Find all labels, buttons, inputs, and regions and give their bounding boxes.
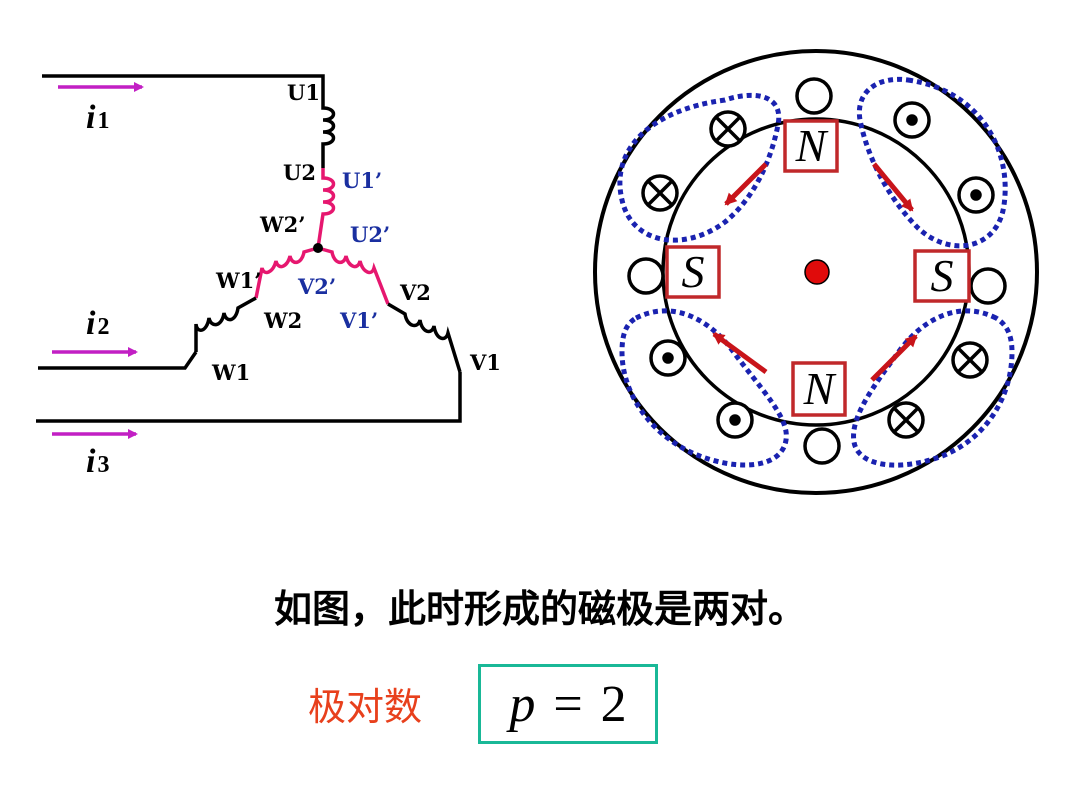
conductor-into-page-icon: [709, 110, 747, 148]
flux-loop-bottom-right: [851, 308, 1015, 468]
star-point: [313, 243, 323, 253]
coil-v: [387, 302, 462, 373]
terminal-v1-prime: V1’: [339, 308, 378, 333]
terminal-v1: V1: [469, 350, 501, 375]
conductor-into-page-icon: [951, 341, 989, 379]
pole-top: N: [783, 119, 839, 173]
conductor-into-page-icon: [641, 174, 679, 212]
current-label-3: i3: [86, 443, 109, 480]
field-arrow-bottom-left: [712, 331, 768, 375]
wire-phase-1: [42, 74, 325, 102]
terminal-w2: W2: [263, 308, 302, 333]
conductor-out-of-page-icon: [716, 401, 754, 439]
pole-pairs-label: 极对数: [308, 685, 423, 729]
pole-left: S: [665, 245, 721, 299]
current-label-1: i1: [86, 99, 109, 136]
conductor-out-of-page-icon: [957, 176, 995, 214]
terminal-w1-prime: W1’: [215, 268, 262, 293]
pole-pairs-formula: p = 2: [478, 664, 658, 744]
flux-loop-top-left: [617, 92, 782, 243]
flux-loop-top-right: [856, 76, 1008, 249]
circuit-diagram: i1 i2 i3 U1 U2 W2’ W1’ W2 W1 V2 V1 U1’ U…: [36, 74, 501, 480]
pole-label-bottom: N: [803, 363, 837, 414]
coil-u: [321, 102, 336, 168]
wire-phase-2: [38, 351, 198, 370]
slot-empty-left: [627, 257, 665, 295]
terminal-v2-prime: V2’: [297, 274, 336, 299]
current-label-2: i2: [86, 305, 109, 342]
conductor-out-of-page-icon: [649, 339, 687, 377]
terminal-u2-prime: U2’: [350, 222, 390, 247]
pole-label-top: N: [795, 120, 829, 171]
terminal-u1: U1: [287, 80, 320, 105]
pole-bottom: N: [791, 361, 847, 417]
coil-w: [194, 296, 257, 352]
slot-empty-bottom: [803, 427, 841, 465]
terminal-u1-prime: U1’: [342, 168, 382, 193]
formula-value: 2: [600, 675, 627, 733]
conductor-into-page-icon: [887, 401, 925, 439]
terminal-w1: W1: [211, 360, 250, 385]
coil-v-prime: [317, 246, 390, 305]
slot-empty-right: [969, 267, 1007, 305]
field-arrow-bottom-right: [870, 334, 918, 382]
caption: 如图，此时形成的磁极是两对。: [273, 587, 806, 631]
conductor-slots: [627, 77, 1007, 465]
pole-right: S: [913, 249, 971, 303]
diagram-canvas: i1 i2 i3 U1 U2 W2’ W1’ W2 W1 V2 V1 U1’ U…: [36, 49, 1039, 495]
terminal-v2: V2: [399, 280, 431, 305]
field-arrows: [712, 162, 918, 382]
field-arrow-top-left: [724, 162, 768, 206]
terminal-u2: U2: [283, 160, 316, 185]
conductor-out-of-page-icon: [893, 101, 931, 139]
pole-label-right: S: [931, 250, 954, 301]
coil-u-prime: [316, 168, 336, 249]
wire-phase-3: [36, 372, 462, 423]
pole-label-left: S: [682, 246, 705, 297]
terminal-w2-prime: W2’: [259, 212, 306, 237]
rotor-center-dot: [804, 259, 830, 285]
stator-diagram: N S S N: [593, 49, 1039, 495]
flux-loop-bottom-left: [619, 308, 789, 468]
formula-equals: =: [553, 675, 583, 733]
stator-outer-ring: [593, 49, 1039, 495]
slot-empty-top: [795, 77, 833, 115]
formula-variable: p: [509, 675, 536, 733]
coil-w-prime: [254, 246, 319, 299]
field-arrow-top-right: [872, 162, 914, 212]
